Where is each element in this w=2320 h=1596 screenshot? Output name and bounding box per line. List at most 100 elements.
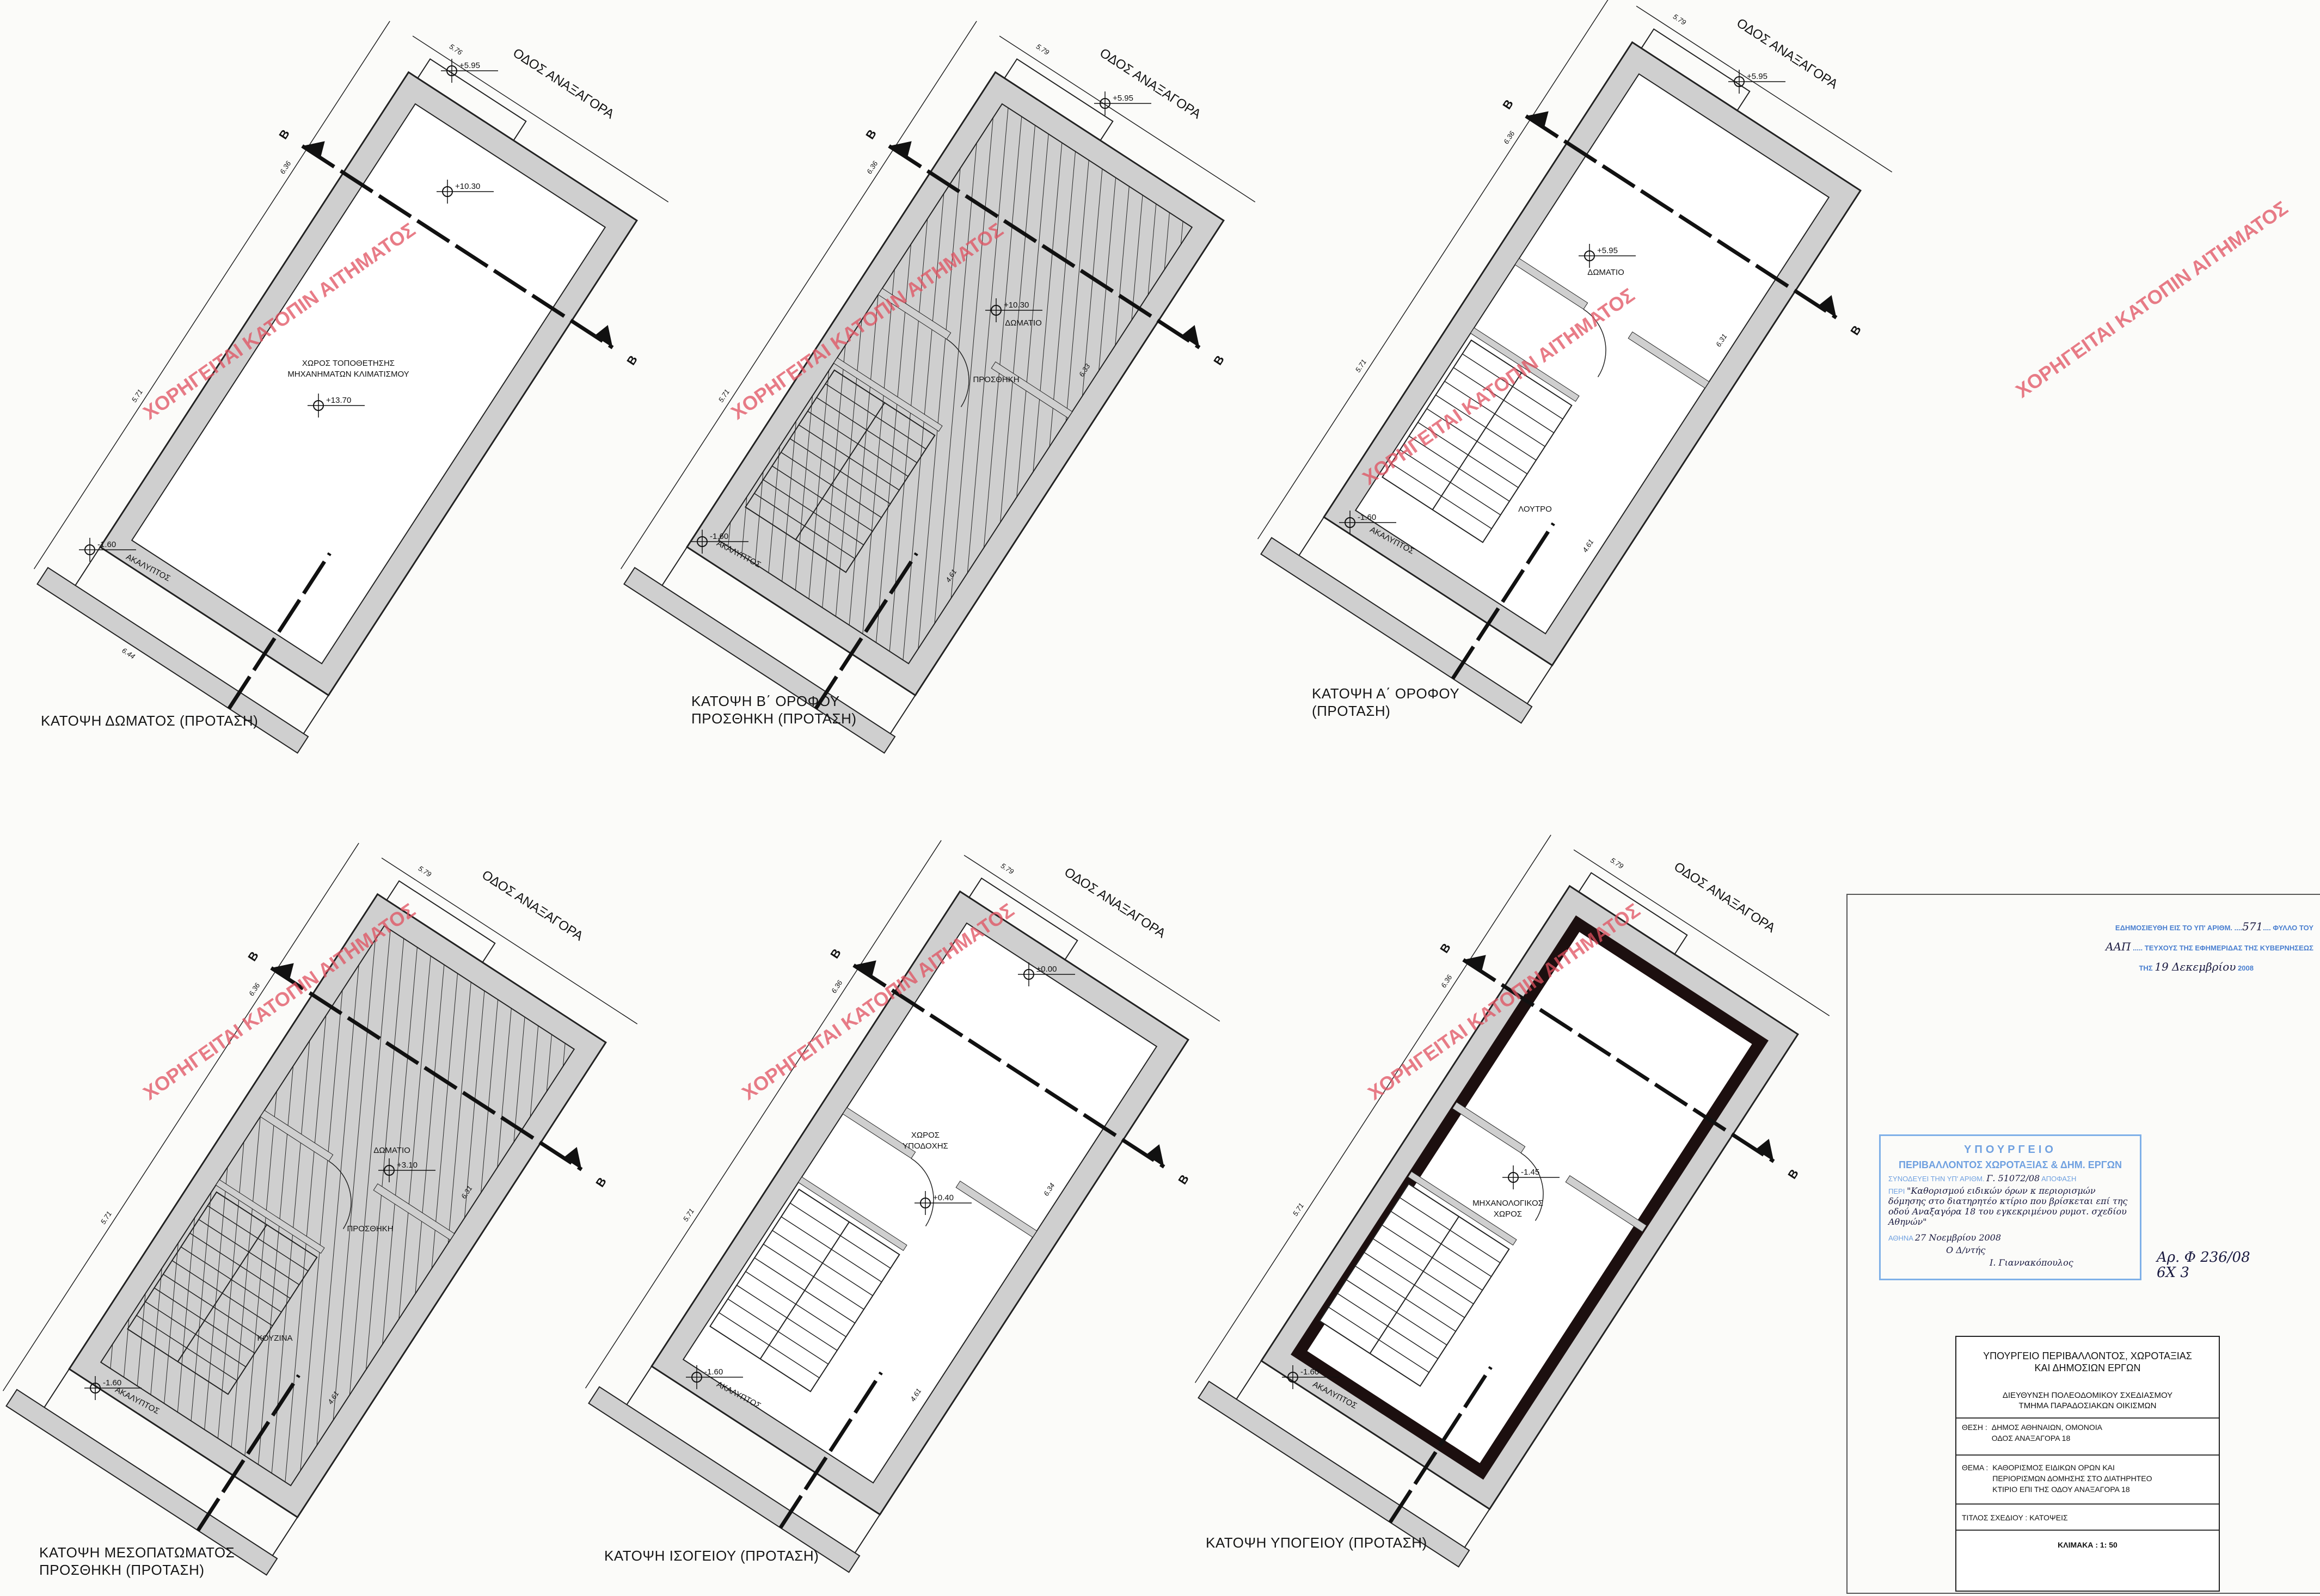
section-line: [888, 144, 1201, 349]
level-marker: +5.95: [1728, 70, 1785, 94]
level-value: -1.60: [1358, 513, 1376, 522]
dimension-line: [963, 855, 1220, 1022]
stair-step: [1409, 435, 1510, 502]
room-label: ΧΩΡΟΣ: [911, 1131, 940, 1140]
section-line: [227, 552, 332, 710]
section-arrow-icon: [854, 960, 876, 978]
level-marker: +5.95: [1094, 91, 1151, 115]
dimension-label: 6.36: [1502, 129, 1517, 145]
level-marker: -1.60: [686, 1365, 743, 1389]
dimension-label: 5.79: [1609, 856, 1625, 870]
section-arrow-icon: [1145, 1144, 1164, 1167]
dimension-line: [1573, 849, 1830, 1016]
street-label: ΟΔΟΣ ΑΝΑΞΑΓΟΡΑ: [1671, 860, 1778, 936]
level-marker: +10.30: [985, 298, 1042, 322]
section-arrow-icon: [1181, 325, 1200, 348]
level-value: +10.30: [1004, 300, 1029, 310]
partition-wall: [1452, 1101, 1526, 1153]
ministry-stamp: ΥΠΟΥΡΓΕΙΟ ΠΕΡΙΒΑΛΛΟΝΤΟΣ ΧΩΡΟΤΑΞΙΑΣ & ΔΗΜ…: [1879, 1134, 2141, 1280]
staircase: [127, 1191, 318, 1395]
partition-wall: [797, 1176, 907, 1251]
level-marker: -1.60: [1339, 511, 1396, 535]
stair-step: [807, 410, 909, 477]
level-value: -1.45: [1521, 1168, 1539, 1177]
stair-step: [790, 1202, 891, 1269]
section-line: [814, 552, 918, 710]
section-letter: Β: [624, 353, 640, 367]
section-line: [270, 966, 583, 1171]
section-line: [1462, 958, 1775, 1163]
level-marker: +5.95: [1579, 244, 1636, 268]
room-label: ΔΩΜΑΤΙΟ: [1587, 268, 1624, 277]
plan-caption-roof: ΚΑΤΟΨΗ ΔΩΜΑΤΟΣ (ΠΡΟΤΑΣΗ): [41, 713, 259, 729]
stair-step: [1391, 463, 1492, 529]
level-value: +0.40: [933, 1193, 954, 1202]
stair-step: [745, 1271, 846, 1337]
section-letter: Β: [1785, 1167, 1801, 1181]
balcony: [385, 880, 496, 963]
street-label: ΟΔΟΣ ΑΝΑΞΑΓΟΡΑ: [510, 46, 617, 122]
partition-wall: [842, 1107, 916, 1159]
stair-step: [1462, 353, 1563, 420]
courtyard-edge: [1298, 517, 1324, 556]
courtyard-edge: [1236, 1360, 1262, 1399]
courtyard-edge: [661, 547, 688, 586]
dimension-line: [1194, 834, 1551, 1383]
staircase: [709, 1188, 900, 1392]
courtyard-edge: [1464, 1508, 1490, 1548]
door-swing: [946, 339, 969, 407]
stair-step: [799, 424, 900, 491]
partition-wall: [215, 1179, 325, 1254]
stair-step: [754, 493, 855, 559]
stair-step: [1355, 1266, 1456, 1332]
level-value: +3.10: [397, 1161, 418, 1170]
staircase: [1319, 1183, 1510, 1387]
stair-step: [1390, 1211, 1492, 1277]
door-swing: [911, 1158, 934, 1226]
room-label: ΧΩΡΟΣ ΤΟΠΟΘΕΤΗΣΗΣ: [302, 359, 395, 368]
balcony: [1578, 872, 1688, 955]
dimension-label: 5.76: [448, 42, 464, 57]
courtyard-edge: [303, 695, 329, 734]
stair-step: [145, 1301, 247, 1367]
courtyard-wall: [588, 1386, 861, 1573]
dimension-line: [620, 21, 977, 569]
partition-wall: [1470, 327, 1580, 402]
section-line: [852, 963, 1165, 1169]
section-letter: Β: [827, 946, 844, 961]
level-marker: -1.60: [79, 538, 136, 562]
level-marker: +13.70: [308, 394, 365, 418]
stair-step: [781, 452, 882, 518]
section-arrow-icon: [302, 141, 325, 158]
section-letter: Β: [245, 949, 261, 963]
courtyard-edge: [889, 695, 916, 734]
level-marker: ±0.00: [1018, 962, 1075, 986]
section-arrow-icon: [1755, 1139, 1774, 1162]
stair-step: [207, 1205, 309, 1272]
room-label: ΥΠΟΔΟΧΗΣ: [903, 1141, 948, 1151]
door-swing: [1520, 1152, 1544, 1221]
level-marker: +0.40: [915, 1191, 972, 1215]
balcony: [1640, 28, 1751, 112]
level-value: -1.60: [710, 532, 728, 541]
courtyard-wall: [36, 567, 309, 754]
dimension-line: [999, 35, 1256, 202]
section-line: [196, 1374, 300, 1532]
stair-step: [816, 397, 918, 463]
courtyard-edge: [1526, 665, 1553, 704]
room-label: ΠΡΟΣΘΗΚΗ: [973, 375, 1019, 384]
section-arrow-icon: [271, 963, 294, 980]
level-value: +5.95: [1747, 72, 1767, 81]
section-line: [1451, 522, 1555, 680]
section-letter: Β: [863, 127, 879, 142]
partition-wall: [833, 357, 943, 432]
balcony: [1003, 58, 1114, 142]
dimension-label: 5.71: [99, 1210, 113, 1225]
partition-wall: [877, 287, 952, 340]
